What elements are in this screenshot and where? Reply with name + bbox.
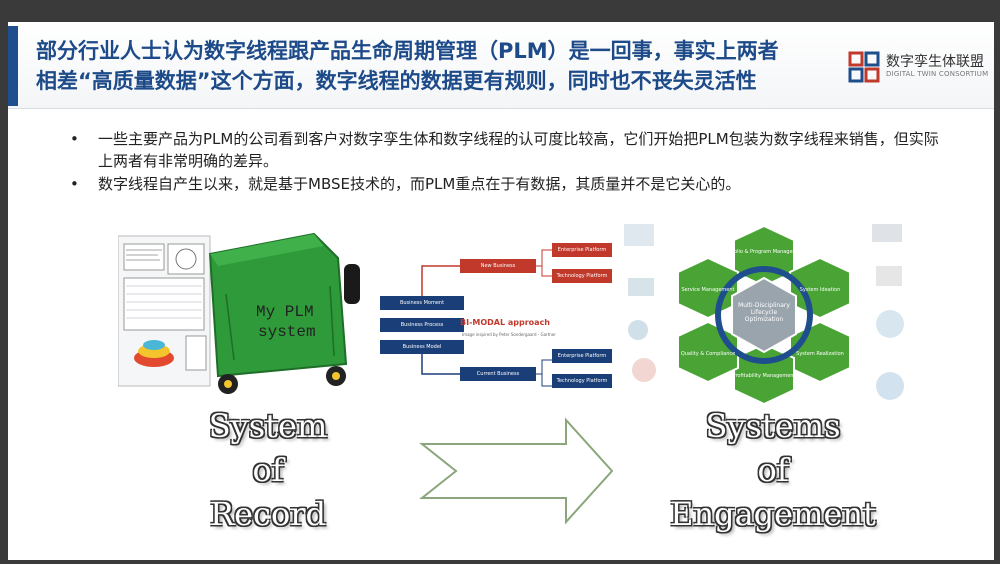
- hex-segment-label: Profitability Management: [733, 373, 796, 379]
- bullet-dot: •: [70, 130, 79, 148]
- hex-segment-label: Quality & Compliance: [681, 351, 735, 357]
- bimodal-left-box: Business Moment: [380, 296, 464, 310]
- logo-mark-icon: [848, 51, 880, 83]
- bullet-item: • 一些主要产品为PLM的公司看到客户对数字孪生体和数字线程的认可度比较高，它们…: [70, 128, 950, 172]
- left-caption-line: Record: [210, 495, 326, 533]
- title-line-2: 相差“高质量数据”这个方面，数字线程的数据更有规则，同时也不丧失灵活性: [36, 69, 757, 93]
- left-caption-line: of: [252, 451, 284, 489]
- bullet-text: 数字线程自产生以来，就是基于MBSE技术的，而PLM重点在于有数据，其质量并不是…: [98, 175, 741, 193]
- bullet-list: • 一些主要产品为PLM的公司看到客户对数字孪生体和数字线程的认可度比较高，它们…: [70, 128, 950, 196]
- bimodal-connectors: [421, 249, 552, 387]
- hex-segment-label: Service Management: [681, 287, 734, 293]
- slide: 部分行业人士认为数字线程跟产品生命周期管理（PLM）是一回事，事实上两者 相差“…: [8, 22, 994, 560]
- bimodal-left-box: Business Process: [380, 318, 464, 332]
- right-caption-line: Systems: [705, 407, 841, 445]
- title-line-1: 部分行业人士认为数字线程跟产品生命周期管理（PLM）是一回事，事实上两者: [36, 39, 779, 63]
- logo-name: 数字孪生体联盟: [886, 54, 984, 70]
- hex-segment-label: System Ideation: [800, 287, 841, 293]
- bullet-text: 一些主要产品为PLM的公司看到客户对数字孪生体和数字线程的认可度比较高，它们开始…: [98, 130, 939, 170]
- bin-label-line-2: system: [258, 323, 316, 341]
- top-platform-box: Technology Platform: [552, 269, 612, 283]
- current-business-box: Current Business: [460, 367, 536, 381]
- hex-center-label: Multi-Disciplinary Lifecycle Optimizatio…: [738, 302, 790, 323]
- right-caption-line: Engagement: [670, 495, 876, 533]
- title-accent-bar: [8, 26, 18, 106]
- plm-bin-image: My PLM system: [117, 224, 368, 404]
- title-bar: 部分行业人士认为数字线程跟产品生命周期管理（PLM）是一回事，事实上两者 相差“…: [8, 22, 994, 109]
- bimodal-diagram: Business Moment Business Process Busines…: [376, 238, 612, 388]
- hex-segment-label: Portfolio & Program Management: [722, 249, 805, 255]
- bimodal-subtitle: Image inspired by Peter Sondergaard - Ga…: [462, 332, 556, 337]
- hex-segment-label: System Realization: [796, 351, 844, 357]
- lifecycle-hex-graphic: Portfolio & Program Management System Id…: [624, 224, 904, 406]
- left-caption-line: System: [208, 407, 328, 445]
- plm-bin-illustration: My PLM system: [117, 232, 360, 394]
- bottom-platform-box: Technology Platform: [552, 374, 612, 388]
- bimodal-title: BI-MODAL approach: [460, 318, 550, 327]
- bullet-dot: •: [70, 175, 79, 193]
- bullet-item: • 数字线程自产生以来，就是基于MBSE技术的，而PLM重点在于有数据，其质量并…: [70, 173, 950, 195]
- consortium-logo: 数字孪生体联盟 DIGITAL TWIN CONSORTIUM: [848, 48, 988, 88]
- lifecycle-hex-diagram: Portfolio & Program Management System Id…: [624, 220, 914, 410]
- logo-subtitle: DIGITAL TWIN CONSORTIUM: [886, 70, 989, 78]
- bin-label-line-1: My PLM: [256, 303, 314, 321]
- right-arrow-icon: [419, 417, 614, 525]
- new-business-box: New Business: [460, 259, 536, 273]
- bimodal-left-box: Business Model: [380, 340, 464, 354]
- right-caption: Systems of Engagement: [648, 404, 898, 536]
- slide-title: 部分行业人士认为数字线程跟产品生命周期管理（PLM）是一回事，事实上两者 相差“…: [36, 36, 796, 96]
- bottom-platform-box: Enterprise Platform: [552, 349, 612, 363]
- left-caption: System of Record: [188, 404, 348, 536]
- top-platform-box: Enterprise Platform: [552, 243, 612, 257]
- right-caption-line: of: [757, 451, 789, 489]
